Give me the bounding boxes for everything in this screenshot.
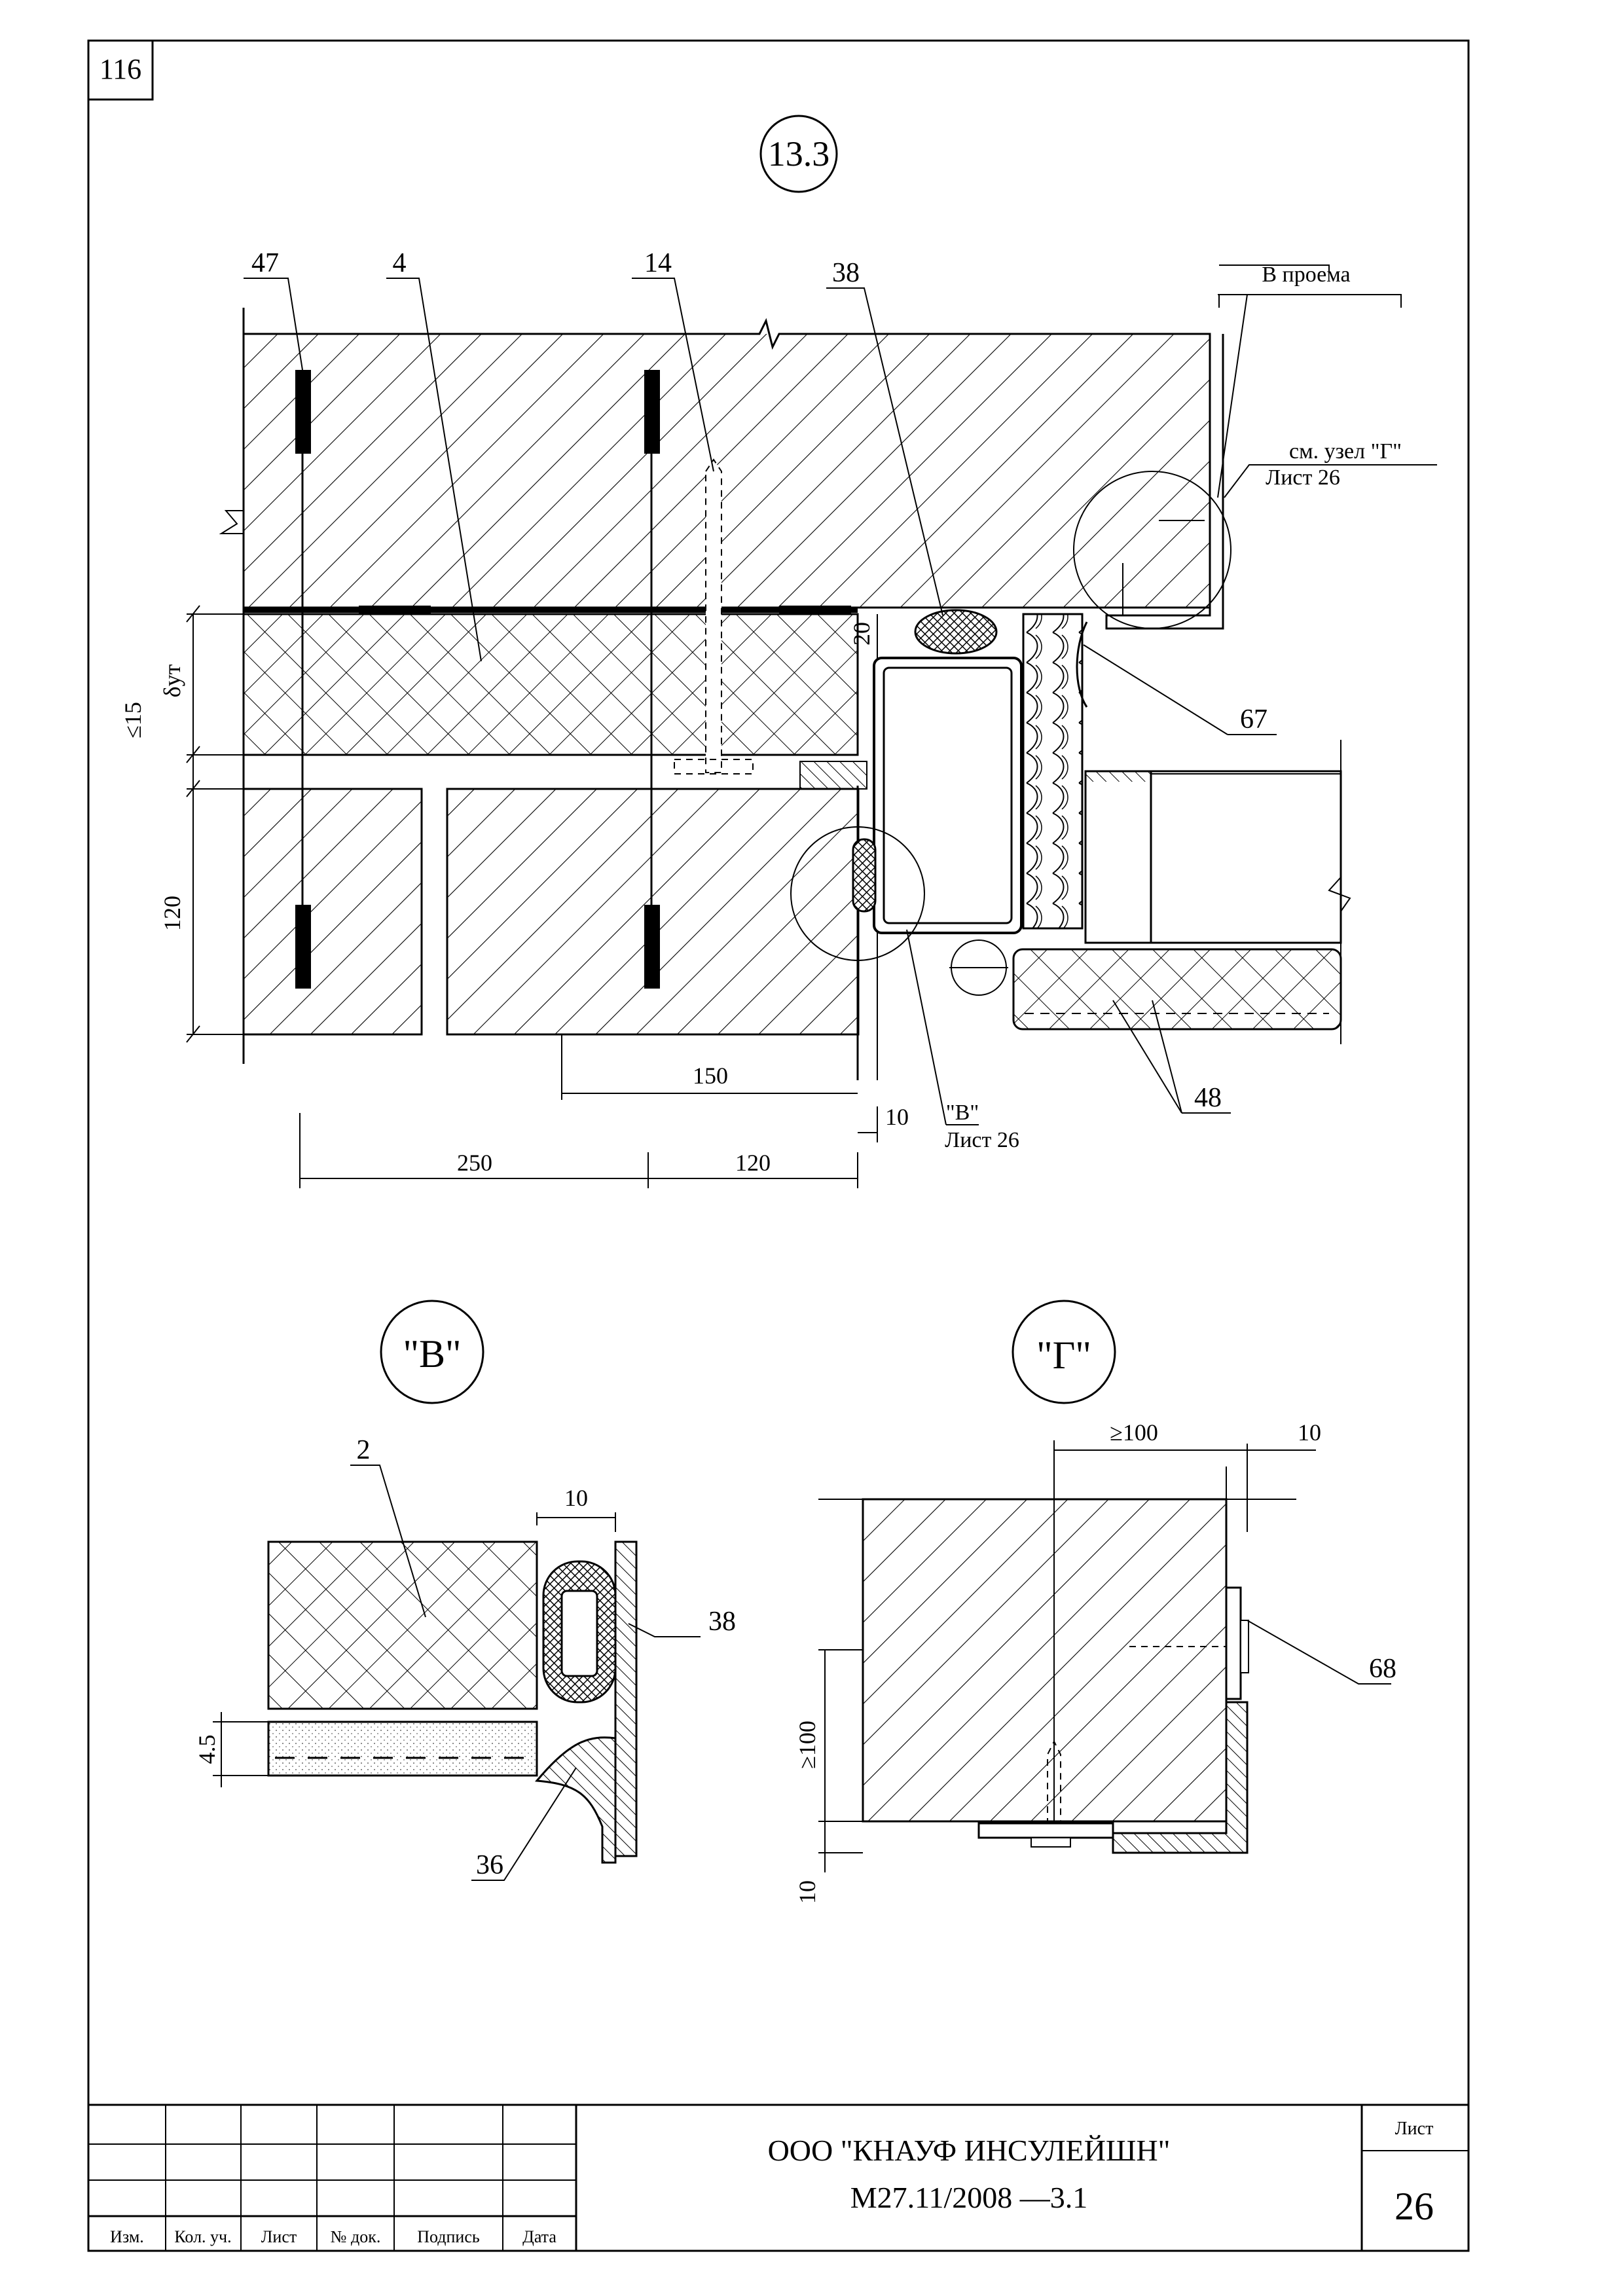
detail-g: "Г" ≥100 10 ≥100 10 68 <box>794 1300 1396 1904</box>
flexible-anchors <box>295 370 660 989</box>
detail-v-callout-36: 36 <box>476 1850 503 1880</box>
ref-v-line1: "В" <box>946 1101 979 1125</box>
title-block <box>88 2104 1468 2251</box>
title-col-count: Кол. уч. <box>174 2227 231 2246</box>
title-col-change: Изм. <box>110 2227 144 2246</box>
title-col-doc: № док. <box>331 2227 381 2246</box>
detail-v-callout-38: 38 <box>708 1607 736 1637</box>
detail-v-marker <box>790 826 925 961</box>
detail-v-dim-45: 4.5 <box>194 1735 220 1764</box>
detail-g-title: "Г" <box>1036 1334 1091 1377</box>
main-detail: 47 4 14 38 67 48 В проема см. узел "Г" Л… <box>120 248 1437 1188</box>
dim-10: 10 <box>885 1104 909 1130</box>
detail-g-dim-100-top: ≥100 <box>1110 1419 1158 1446</box>
detail-g-callout-68: 68 <box>1369 1654 1396 1684</box>
callout-38: 38 <box>832 258 860 288</box>
window-frame-profile <box>873 657 1023 934</box>
ref-g-line2: Лист 26 <box>1266 465 1340 490</box>
dim-120-vertical: 120 <box>159 896 185 931</box>
callout-48: 48 <box>1194 1083 1222 1113</box>
dim-20: 20 <box>848 622 875 646</box>
callout-4: 4 <box>393 248 407 278</box>
title-col-signature: Подпись <box>417 2227 480 2246</box>
insulation-layer <box>242 606 859 756</box>
callout-47: 47 <box>251 248 279 278</box>
wall-lower <box>242 761 878 1080</box>
dim-insulation: δут <box>159 664 185 697</box>
detail-v-dim-10: 10 <box>564 1485 588 1511</box>
opening-label: В проема <box>1262 263 1350 287</box>
seal-lower <box>852 838 877 913</box>
sheet-number: 26 <box>1395 2185 1434 2228</box>
sheet-frame <box>87 39 1470 2252</box>
sill-board <box>1012 948 1342 1030</box>
ref-g-line1: см. узел "Г" <box>1289 439 1402 464</box>
detail-g-dim-10-top: 10 <box>1298 1419 1321 1446</box>
wall-upper <box>242 308 1211 1064</box>
detail-g-dim-100-side: ≥100 <box>794 1721 820 1769</box>
page-corner-number: 116 <box>100 53 141 85</box>
dim-250: 250 <box>457 1150 492 1176</box>
document-code: М27.11/2008 —3.1 <box>850 2181 1087 2214</box>
section-mark-label: 13.3 <box>768 134 830 173</box>
section-mark <box>759 115 838 193</box>
dimension-lines <box>186 605 878 1188</box>
title-col-date: Дата <box>522 2227 556 2246</box>
callout-67: 67 <box>1240 704 1267 735</box>
corner-flashing <box>1105 334 1224 630</box>
detail-v-title: "В" <box>403 1332 461 1376</box>
title-col-sheet: Лист <box>261 2227 297 2246</box>
callout-14: 14 <box>644 248 672 278</box>
dim-120-horizontal: 120 <box>735 1150 771 1176</box>
insulation-dowel <box>674 458 754 774</box>
ref-v-line2: Лист 26 <box>945 1128 1019 1152</box>
seal-upper <box>914 609 998 655</box>
sheet-label: Лист <box>1395 2119 1434 2139</box>
detail-v: "В" 2 38 36 10 4.5 <box>194 1300 736 1881</box>
dim-max-15: ≤15 <box>120 702 146 738</box>
wooden-post <box>1022 613 1084 930</box>
company-name: ООО "КНАУФ ИНСУЛЕЙШН" <box>768 2134 1171 2167</box>
dim-150: 150 <box>693 1063 728 1089</box>
detail-v-callout-2: 2 <box>357 1435 371 1465</box>
detail-g-dim-10-side: 10 <box>794 1880 820 1904</box>
